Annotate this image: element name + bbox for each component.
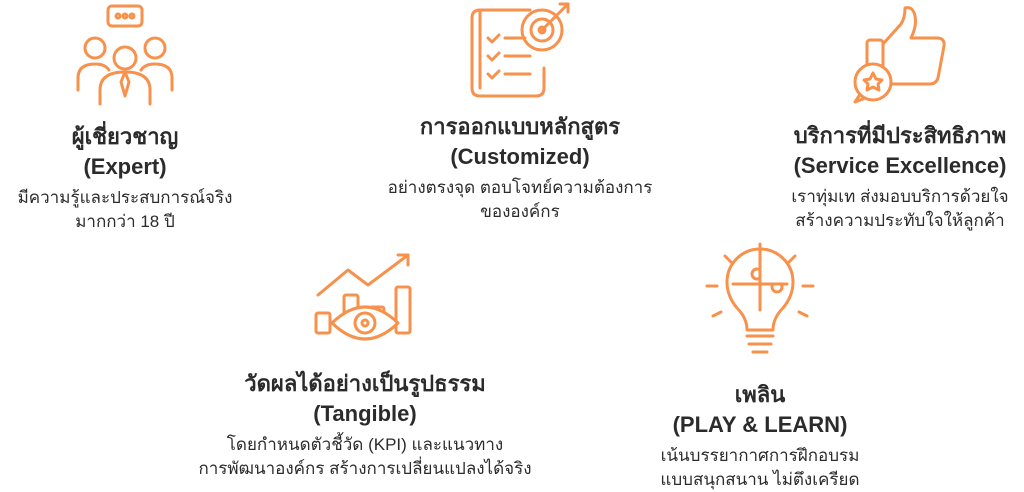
- feature-title-en: (PLAY & LEARN): [672, 412, 848, 437]
- feature-service-excellence: บริการที่มีประสิทธิภาพ (Service Excellen…: [710, 0, 1024, 233]
- feature-customized: การออกแบบหลักสูตร (Customized) อย่างตรงจ…: [330, 0, 710, 224]
- feature-title-en: (Tangible): [313, 401, 417, 426]
- feature-tangible: วัดผลได้อย่างเป็นรูปธรรม (Tangible) โดยก…: [175, 245, 555, 481]
- feature-description: มีความรู้และประสบการณ์จริงมากกว่า 18 ปี: [17, 188, 233, 231]
- experts-group-icon: [76, 4, 174, 106]
- checklist-target-icon: [470, 2, 570, 98]
- feature-description: อย่างตรงจุด ตอบโจทย์ความต้องการขององค์กร: [387, 178, 653, 221]
- feature-expert: ผู้เชี่ยวชาญ (Expert) มีความรู้และประสบก…: [0, 0, 315, 234]
- thumbs-up-star-icon: [853, 6, 946, 104]
- feature-play-learn: เพลิน (PLAY & LEARN) เน้นบรรยากาศการฝึกอ…: [570, 240, 950, 492]
- feature-description: โดยกำหนดตัวชี้วัด (KPI) และแนวทางการพัฒน…: [198, 435, 532, 478]
- feature-title-th: วัดผลได้อย่างเป็นรูปธรรม: [244, 371, 486, 396]
- feature-description: เราทุ่มเท ส่งมอบบริการด้วยใจสร้างความประ…: [791, 187, 1009, 230]
- feature-title-en: (Service Excellence): [793, 153, 1007, 178]
- feature-title-th: เพลิน: [734, 382, 786, 407]
- growth-chart-eye-icon: [314, 253, 412, 341]
- feature-title-th: การออกแบบหลักสูตร: [419, 114, 621, 139]
- feature-title-en: (Customized): [450, 144, 590, 169]
- feature-description: เน้นบรรยากาศการฝึกอบรมแบบสนุกสนาน ไม่ตึง…: [660, 446, 860, 489]
- feature-title-th: บริการที่มีประสิทธิภาพ: [793, 123, 1007, 148]
- feature-title-th: ผู้เชี่ยวชาญ: [71, 124, 179, 149]
- feature-title-en: (Expert): [83, 154, 167, 179]
- puzzle-lightbulb-icon: [705, 242, 815, 354]
